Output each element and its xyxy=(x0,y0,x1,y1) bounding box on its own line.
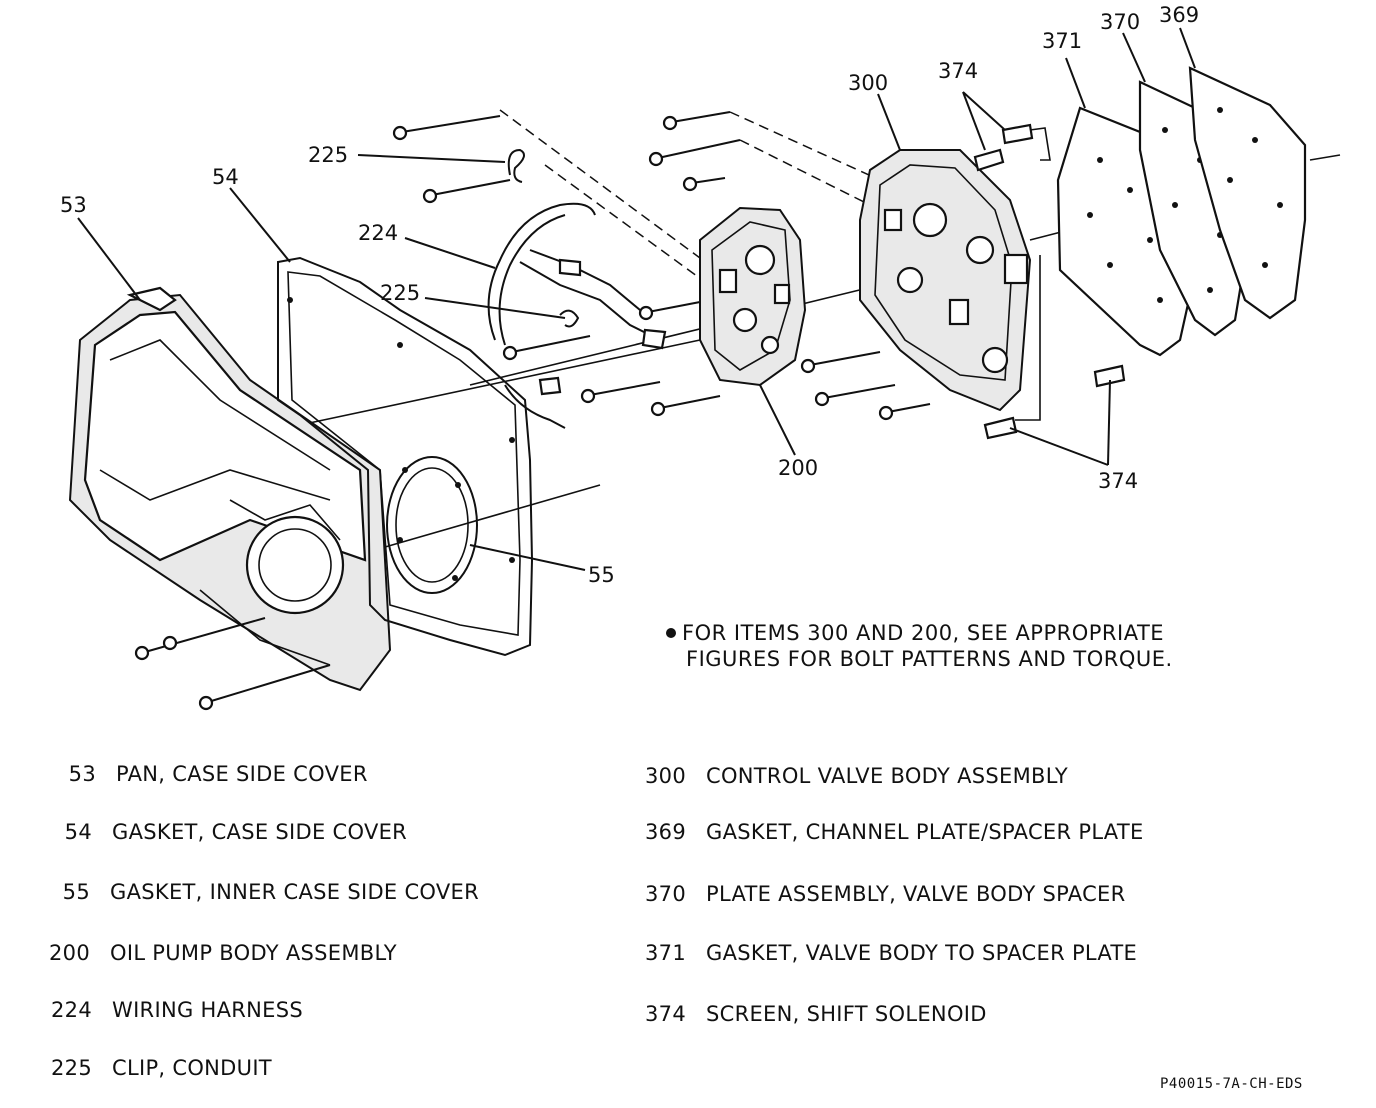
legend-description: GASKET, INNER CASE SIDE COVER xyxy=(110,880,480,904)
legend-item: 224 WIRING HARNESS xyxy=(51,998,303,1022)
gasket-channel-plate-spacer-plate xyxy=(1188,66,1307,320)
legend-item: 374 SCREEN, SHIFT SOLENOID xyxy=(645,1002,987,1026)
legend-item: 225 CLIP, CONDUIT xyxy=(51,1056,272,1080)
legend-description: GASKET, VALVE BODY TO SPACER PLATE xyxy=(706,941,1138,965)
pump-body-bolts xyxy=(392,115,721,417)
note-line-2: FIGURES FOR BOLT PATTERNS AND TORQUE. xyxy=(686,647,1173,671)
note-line-1: FOR ITEMS 300 AND 200, SEE APPROPRIATE xyxy=(682,621,1165,645)
legend-description: GASKET, CHANNEL PLATE/SPACER PLATE xyxy=(706,820,1144,844)
clip-conduit-lower xyxy=(559,309,580,328)
gasket-inner-case-side-cover xyxy=(386,456,478,594)
legend-number: 224 xyxy=(51,998,92,1022)
legend-description: OIL PUMP BODY ASSEMBLY xyxy=(110,941,397,965)
legend-number: 200 xyxy=(49,941,90,965)
legend-number: 374 xyxy=(645,1002,686,1026)
callout-200: 200 xyxy=(778,456,818,480)
callout-225-upper: 225 xyxy=(308,143,348,167)
pan-case-side-cover xyxy=(68,286,392,692)
legend-number: 300 xyxy=(645,764,686,788)
callout-55: 55 xyxy=(588,563,615,587)
callout-369: 369 xyxy=(1159,3,1199,27)
legend-description: WIRING HARNESS xyxy=(112,998,303,1022)
legend-description: PLATE ASSEMBLY, VALVE BODY SPACER xyxy=(706,882,1126,906)
callout-300: 300 xyxy=(848,71,888,95)
legend-number: 369 xyxy=(645,820,686,844)
wiring-harness xyxy=(487,202,667,429)
legend-description: CLIP, CONDUIT xyxy=(112,1056,272,1080)
gasket-case-side-cover xyxy=(277,256,534,657)
legend-item: 54 GASKET, CASE SIDE COVER xyxy=(65,820,408,844)
legend-description: GASKET, CASE SIDE COVER xyxy=(112,820,408,844)
callout-labels: 53 54 225 224 225 300 374 371 370 369 20… xyxy=(60,3,1199,587)
legend-item: 200 OIL PUMP BODY ASSEMBLY xyxy=(49,941,397,965)
callout-371: 371 xyxy=(1042,29,1082,53)
callout-53: 53 xyxy=(60,193,87,217)
legend-item: 371 GASKET, VALVE BODY TO SPACER PLATE xyxy=(645,941,1138,965)
control-valve-body-assembly xyxy=(859,149,1032,412)
legend-item: 369 GASKET, CHANNEL PLATE/SPACER PLATE xyxy=(645,820,1144,844)
legend-number: 225 xyxy=(51,1056,92,1080)
legend-description: PAN, CASE SIDE COVER xyxy=(116,762,368,786)
leader-lines xyxy=(77,27,1196,571)
legend-number: 54 xyxy=(64,820,92,844)
figure-code: P40015-7A-CH-EDS xyxy=(1160,1076,1303,1092)
clip-conduit-upper xyxy=(507,148,525,183)
callout-225-lower: 225 xyxy=(380,281,420,305)
valve-body-bolts xyxy=(648,111,931,421)
oil-pump-body-assembly xyxy=(699,206,807,387)
bolt-pattern-note: FOR ITEMS 300 AND 200, SEE APPROPRIATE F… xyxy=(666,620,1173,672)
callout-224: 224 xyxy=(358,221,398,245)
legend-description: CONTROL VALVE BODY ASSEMBLY xyxy=(706,764,1069,788)
callout-370: 370 xyxy=(1100,10,1140,34)
legend-number: 370 xyxy=(645,882,686,906)
legend-description: SCREEN, SHIFT SOLENOID xyxy=(706,1002,987,1026)
legend-number: 371 xyxy=(645,941,686,965)
shift-solenoid-screens xyxy=(973,123,1126,440)
legend-item: 53 PAN, CASE SIDE COVER xyxy=(69,762,368,786)
legend-item: 300 CONTROL VALVE BODY ASSEMBLY xyxy=(645,764,1069,788)
legend-item: 370 PLATE ASSEMBLY, VALVE BODY SPACER xyxy=(645,882,1126,906)
pan-bolts xyxy=(134,617,331,711)
legend-item: 55 GASKET, INNER CASE SIDE COVER xyxy=(63,880,480,904)
callout-374-lower: 374 xyxy=(1098,469,1138,493)
legend-number: 55 xyxy=(62,880,90,904)
callout-374-upper: 374 xyxy=(938,59,978,83)
legend-number: 53 xyxy=(68,762,96,786)
note-bullet xyxy=(666,628,676,638)
callout-54: 54 xyxy=(212,165,239,189)
